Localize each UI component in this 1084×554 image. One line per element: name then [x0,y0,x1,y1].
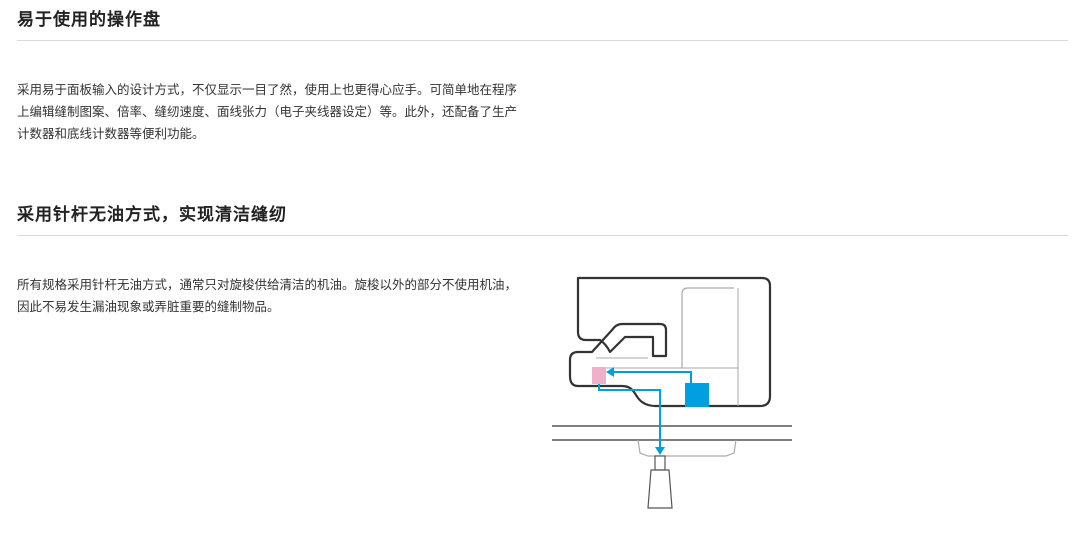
section-body-operation-panel: 采用易于面板输入的设计方式，不仅显示一目了然，使用上也更得心应手。可简单地在程序… [17,82,518,141]
section-body-oilless-needle-bar: 所有规格采用针杆无油方式，通常只对旋梭供给清洁的机油。旋梭以外的部分不使用机油，… [17,277,518,314]
oil-tank [685,383,709,407]
section-divider [17,40,1068,41]
sewing-machine-oil-flow-illustration [552,276,792,509]
oil-flow-arrow-to-hook [612,371,692,383]
oil-flow-arrowhead-left [606,367,614,377]
stand-joint [654,455,666,471]
section-divider [17,235,1068,236]
section-title-operation-panel: 易于使用的操作盘 [17,10,161,30]
oil-flow-arrowhead-down [655,447,665,455]
oil-pan [637,439,737,457]
machine-inner-curve [681,287,734,368]
section-title-oilless-needle-bar: 采用针杆无油方式，实现清洁缝纫 [17,205,287,225]
rotary-hook [592,367,606,384]
oil-flow-arrow-to-pan [598,384,661,448]
stand-foot [647,469,673,509]
machine-body-outline [568,276,772,408]
